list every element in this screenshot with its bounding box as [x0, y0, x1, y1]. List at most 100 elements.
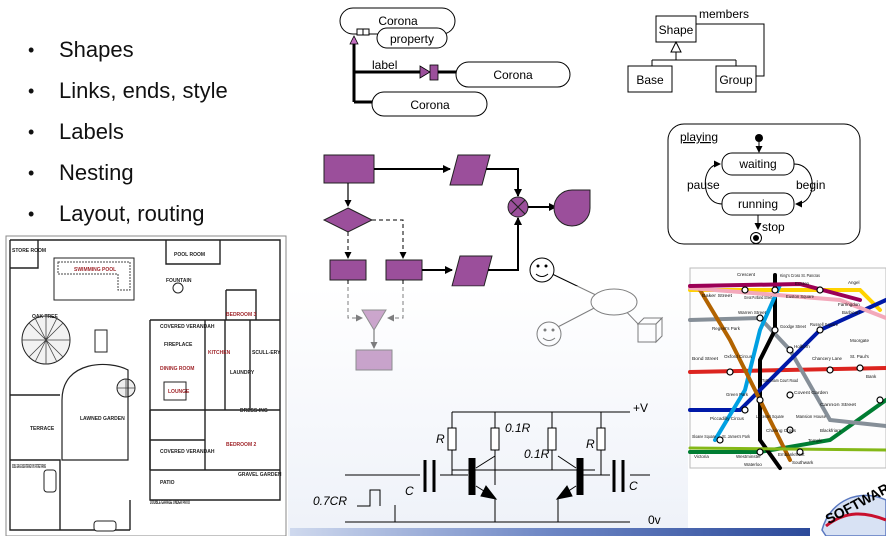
- label-r-right: R: [586, 437, 595, 451]
- tube-line-district: [688, 398, 886, 454]
- tube-euston: Euston: [795, 281, 810, 286]
- state-machine-title: playing: [680, 130, 718, 144]
- label-r-left: R: [436, 432, 445, 446]
- uml-members-link: [696, 23, 765, 77]
- fp-scullery: SCULL-ERY: [252, 350, 281, 356]
- tube-holborn: Holborn: [794, 344, 810, 349]
- uml-inherit-triangle: [670, 40, 682, 53]
- tube-moorgate: Moorgate: [850, 338, 870, 343]
- label-0v: 0v: [648, 513, 661, 527]
- label-01r-mid: 0.1R: [524, 447, 550, 461]
- smiley-icon-top: [529, 257, 555, 283]
- feature-list: Shapes Links, ends, style Labels Nesting…: [18, 36, 228, 241]
- oak-tree-icon: [21, 315, 71, 365]
- link-end-triangle: [419, 65, 431, 79]
- uml-shape-label: Shape: [659, 23, 694, 37]
- tube-st-pauls: St. Paul's: [850, 354, 870, 359]
- tube-cannon-street: Cannon Street: [820, 402, 857, 407]
- transition-pause-label: pause: [687, 178, 720, 192]
- corona-box-bottom: [371, 91, 488, 117]
- flow-io-top: [449, 154, 491, 186]
- bullet-labels: Labels: [18, 118, 228, 159]
- footer-band: [290, 528, 810, 536]
- tube-piccadilly: Piccadilly Circus: [710, 416, 745, 421]
- tube-baker-street: Baker Street: [702, 293, 733, 298]
- tube-kings-cross: King's Cross St. Pancras: [780, 273, 821, 278]
- property-box: [376, 27, 448, 49]
- swimming-pool: [53, 257, 135, 301]
- flow-edge-up: [488, 217, 522, 271]
- fp-double-garage-patio: DOUBLE GARAGE UNDER PATIO: [150, 500, 190, 506]
- software-logo: SOFTWARE: [821, 476, 886, 536]
- tube-line-metropolitan: [688, 281, 862, 302]
- label-c-right: C: [629, 479, 638, 493]
- circuit-bg: [288, 286, 688, 536]
- tube-regents-park: Regent's Park: [712, 326, 741, 331]
- flow-process-start: [323, 154, 375, 184]
- tube-southwark: Southwark: [792, 460, 814, 465]
- tube-line-piccadilly: [688, 298, 886, 412]
- uml-group-box: [715, 65, 757, 93]
- flow-decision-right: [372, 219, 407, 259]
- flow-io-bottom: [451, 255, 493, 287]
- flow-decision: [322, 207, 374, 233]
- tube-st-james: St. James's Park: [722, 434, 751, 439]
- logo-wave: [825, 512, 886, 528]
- tube-farringdon: Farringdon: [838, 302, 860, 307]
- tube-line-dlr: [688, 446, 886, 452]
- fp-kitchen: KITCHEN: [208, 350, 231, 356]
- capacitor-left: [423, 460, 436, 492]
- corona-box-bottom-label: Corona: [410, 98, 450, 112]
- resistor-r-right: [596, 427, 606, 451]
- tube-goodge-street: Goodge Street: [780, 324, 807, 329]
- fp-fountain: FOUNTAIN: [166, 278, 192, 284]
- fp-covered-verandah-2: COVERED VERANDAH: [160, 449, 215, 455]
- garden-tree-icon: [116, 378, 136, 398]
- fp-oak-tree: OAK TREE: [32, 314, 59, 320]
- dining-table: [94, 329, 108, 353]
- links-diagram: Corona property label Corona Corona: [339, 7, 571, 117]
- tube-warren-street: Warren Street: [738, 310, 767, 315]
- tube-leicester: Leicester Square: [756, 414, 784, 419]
- tube-westminster: Westminster: [736, 454, 761, 459]
- flow-junction-x: [510, 199, 526, 215]
- port-square-2: [362, 28, 370, 36]
- resistor-01r-left: [490, 427, 500, 451]
- bullet-links: Links, ends, style: [18, 77, 228, 118]
- bullet-nesting: Nesting: [18, 159, 228, 200]
- tube-charing-cross: Charing Cross: [766, 428, 797, 433]
- transition-begin: [793, 163, 813, 208]
- tube-waterloo: Waterloo: [744, 462, 762, 467]
- tube-line-central: [688, 366, 886, 374]
- fp-store-room: STORE ROOM: [12, 248, 46, 254]
- tube-barbican: Barbican: [842, 310, 860, 315]
- transition-pause: [704, 160, 723, 205]
- fountain-icon: [172, 282, 184, 294]
- uml-group-label: Group: [719, 73, 753, 87]
- tube-bond-street: Bond Street: [692, 356, 719, 361]
- tube-embankment: Embankment: [778, 452, 805, 457]
- state-machine: playing waiting running pause begin stop: [667, 123, 861, 245]
- tube-mansion-house: Mansion House: [796, 414, 826, 419]
- tube-sloane: Sloane Square: [692, 434, 716, 439]
- circuit-labels: R 0.1R 0.1R R +V C C 0.7CR 0v: [313, 401, 661, 527]
- fp-terrace: TERRACE: [30, 426, 55, 432]
- flow-process-left: [329, 259, 367, 281]
- transistor-left-arrow: [480, 485, 498, 500]
- corona-box-right: [455, 61, 571, 88]
- tube-angel: Angel: [848, 280, 860, 285]
- fp-dining-room: DINING ROOM: [160, 366, 194, 372]
- fp-lawned-garden: LAWNED GARDEN: [80, 416, 125, 422]
- fp-dressing: DRESS-ING: [240, 408, 268, 414]
- tube-euston-square: Euston Square: [786, 294, 814, 299]
- tube-line-hammersmith: [688, 286, 886, 320]
- flow-process-mid: [385, 259, 423, 281]
- label-vplus: +V: [633, 401, 648, 415]
- fp-bedroom-2: BEDROOM 2: [226, 442, 257, 448]
- port-square-1: [356, 28, 364, 36]
- tube-oxford-circus: Oxford Circus: [724, 354, 753, 359]
- label-01r-top: 0.1R: [505, 421, 531, 435]
- tube-temple: Temple: [808, 438, 823, 443]
- tube-line-bakerloo: [698, 288, 792, 462]
- label-07cr: 0.7CR: [313, 494, 347, 508]
